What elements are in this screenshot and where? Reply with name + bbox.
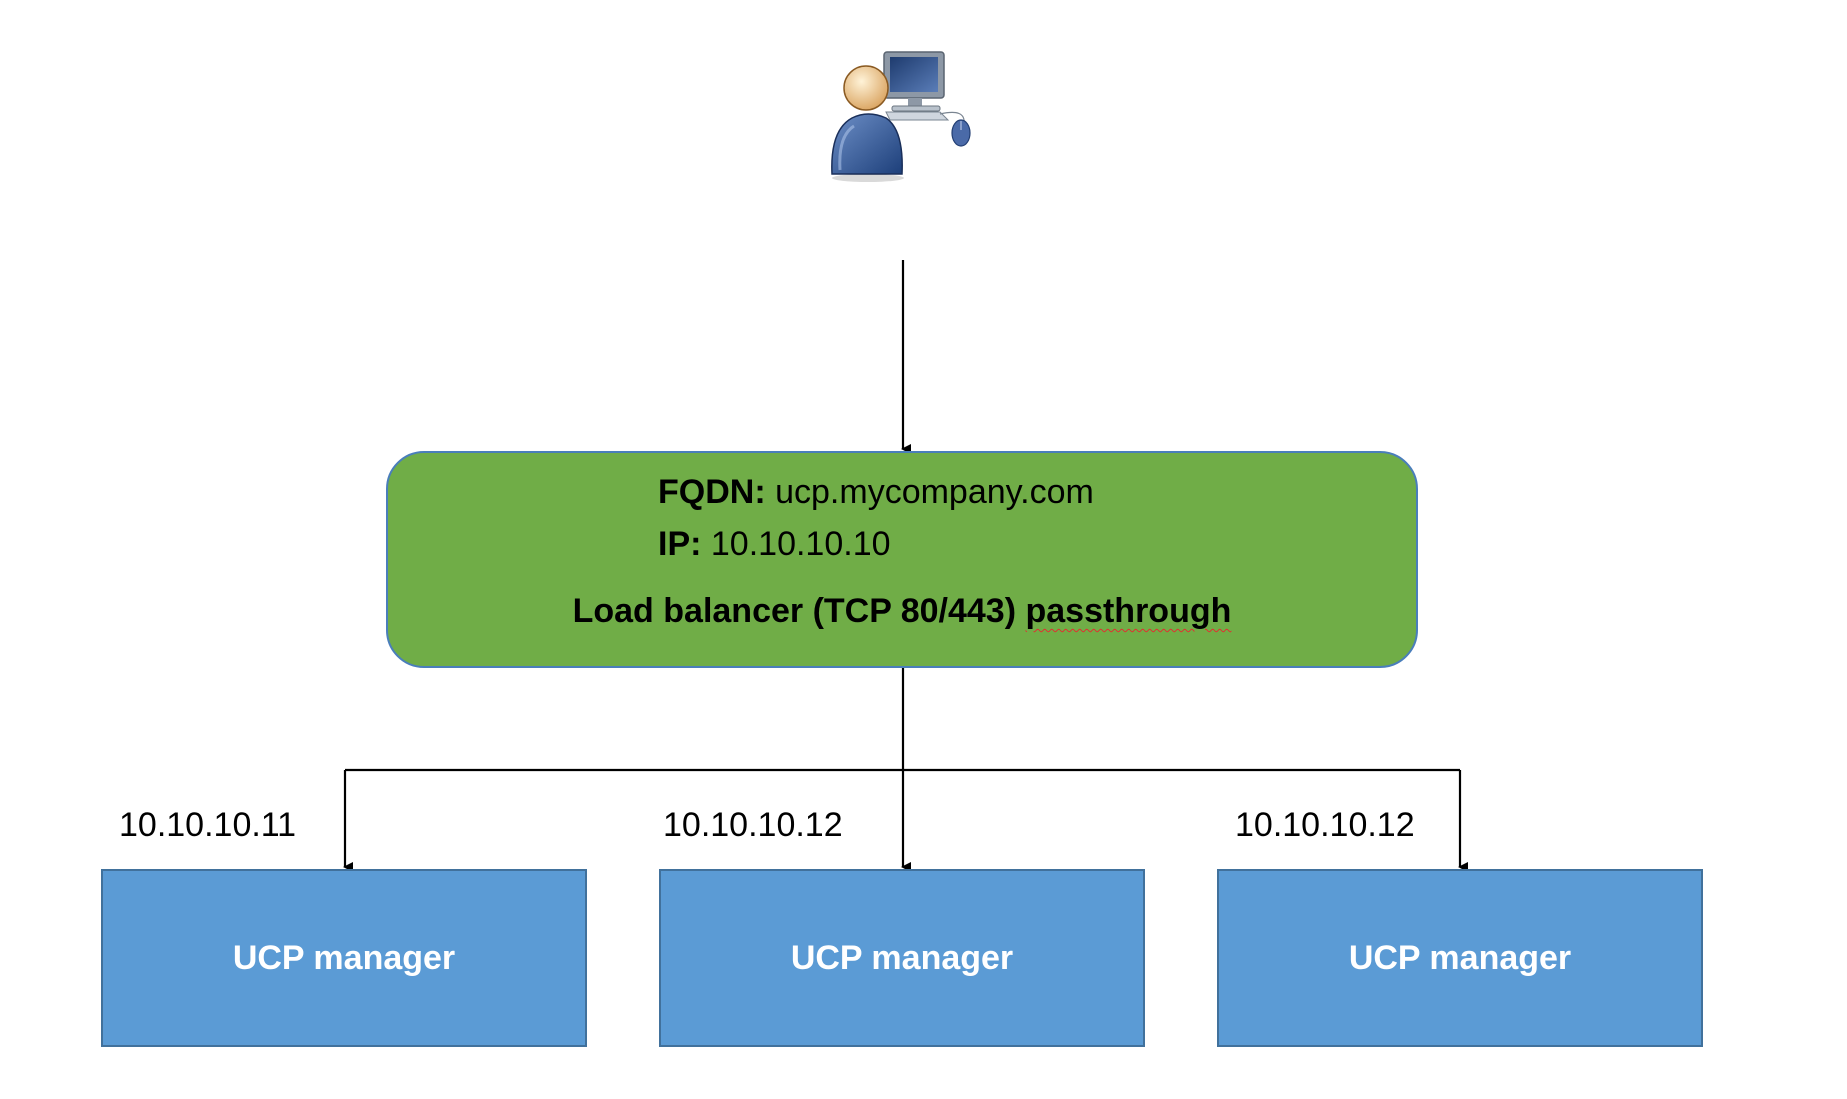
ip-label: IP: xyxy=(658,525,702,563)
node-1-label: UCP manager xyxy=(232,938,456,977)
node-2-ip-label: 10.10.10.12 xyxy=(663,806,843,844)
ucp-manager-node-1: UCP manager xyxy=(101,869,587,1047)
load-balancer-title: Load balancer (TCP 80/443) passthrough xyxy=(388,592,1416,631)
ip-line: IP: 10.10.10.10 xyxy=(658,525,891,564)
load-balancer-title-main: Load balancer (TCP 80/443) xyxy=(572,592,1026,630)
node-1-ip-label: 10.10.10.11 xyxy=(119,806,297,844)
load-balancer-title-passthrough: passthrough xyxy=(1025,592,1232,630)
fqdn-value: ucp.mycompany.com xyxy=(765,473,1094,511)
node-3-ip-label: 10.10.10.12 xyxy=(1235,806,1415,844)
ip-value: 10.10.10.10 xyxy=(701,525,891,563)
ucp-manager-node-2: UCP manager xyxy=(659,869,1145,1047)
load-balancer-box: FQDN: ucp.mycompany.com IP: 10.10.10.10 … xyxy=(386,451,1418,668)
user-at-computer-icon xyxy=(831,51,971,182)
ucp-manager-node-3: UCP manager xyxy=(1217,869,1703,1047)
fqdn-label: FQDN: xyxy=(658,473,766,511)
fqdn-line: FQDN: ucp.mycompany.com xyxy=(658,473,1094,512)
node-3-label: UCP manager xyxy=(1348,938,1572,977)
node-2-label: UCP manager xyxy=(790,938,1014,977)
